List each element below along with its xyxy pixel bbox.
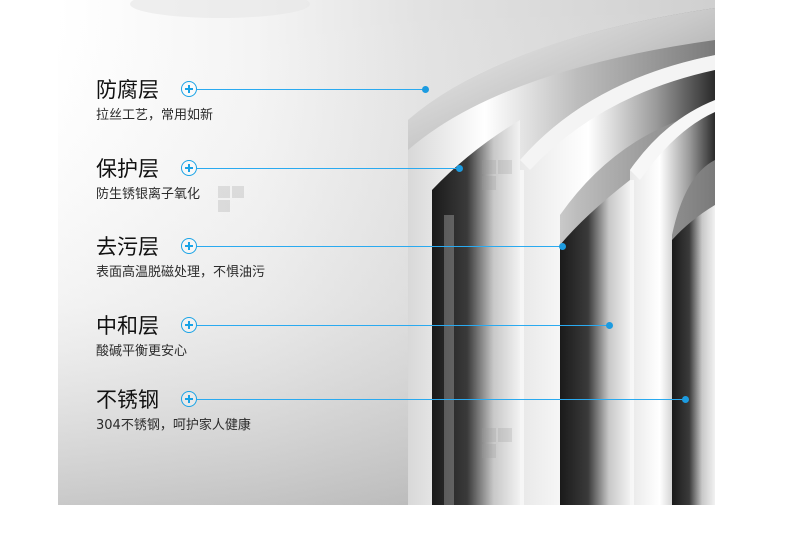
leader-line-5: [197, 399, 686, 400]
plus-circle-icon: [181, 317, 197, 333]
layer-title: 不锈钢: [96, 388, 159, 412]
layer-title: 防腐层: [96, 78, 159, 102]
layer-description: 防生锈银离子氧化: [96, 187, 201, 202]
layer-title: 去污层: [96, 235, 159, 259]
layer-label-neutralizing: 中和层 酸碱平衡更安心: [96, 313, 187, 361]
layer-label-stain-removal: 去污层 表面高温脱磁处理，不惧油污: [96, 234, 265, 282]
layer-label-anticorrosion: 防腐层 拉丝工艺，常用如新: [96, 77, 213, 125]
leader-endpoint-2: [456, 165, 463, 172]
plus-circle-icon: [181, 238, 197, 254]
layer-label-stainless-steel: 不锈钢 304不锈钢，呵护家人健康: [96, 387, 251, 435]
leader-endpoint-3: [559, 243, 566, 250]
layer-description: 酸碱平衡更安心: [96, 344, 188, 359]
layer-title: 中和层: [96, 314, 159, 338]
plus-circle-icon: [181, 160, 197, 176]
leader-line-1: [197, 89, 426, 90]
leader-endpoint-4: [606, 322, 613, 329]
layer-description: 表面高温脱磁处理，不惧油污: [96, 265, 266, 280]
layer-description: 拉丝工艺，常用如新: [96, 108, 214, 123]
layer-description: 304不锈钢，呵护家人健康: [96, 418, 251, 433]
leader-line-2: [197, 168, 460, 169]
leader-line-3: [197, 246, 563, 247]
layer-label-protection: 保护层 防生锈银离子氧化: [96, 156, 200, 204]
leader-endpoint-1: [422, 86, 429, 93]
plus-circle-icon: [181, 81, 197, 97]
plus-circle-icon: [181, 391, 197, 407]
leader-line-4: [197, 325, 610, 326]
leader-endpoint-5: [682, 396, 689, 403]
layer-title: 保护层: [96, 157, 159, 181]
